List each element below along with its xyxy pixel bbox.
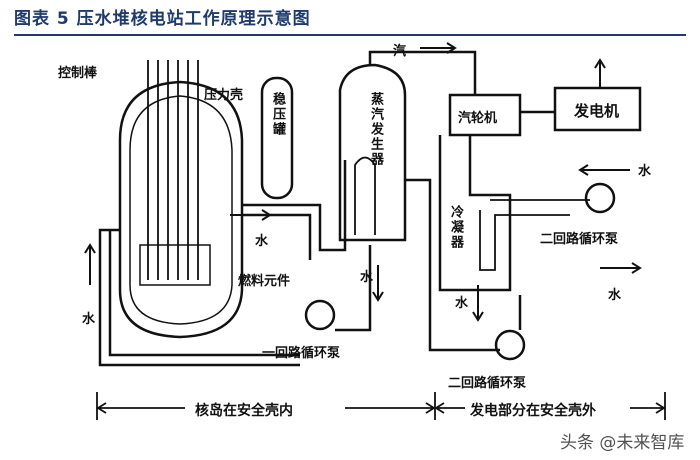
label-condenser: 冷凝器 <box>448 205 463 250</box>
boundary-lines <box>96 392 666 420</box>
reactor-vessel <box>118 80 244 339</box>
fuel-elements <box>139 244 211 286</box>
condenser-coil <box>479 199 590 271</box>
label-water-5: 水 <box>638 164 652 179</box>
label-nuclear-island: 核岛在安全壳内 <box>195 403 293 419</box>
label-control-rods: 控制棒 <box>58 66 98 81</box>
secondary-pump-2 <box>584 182 616 214</box>
generator-box <box>553 86 642 132</box>
secondary-loop <box>405 178 522 352</box>
label-generator: 发电机 <box>574 102 620 120</box>
label-outside-containment: 发电部分在安全壳外 <box>470 403 596 419</box>
label-pressure-shell: 压力壳 <box>204 88 244 103</box>
label-water-2: 水 <box>82 312 96 327</box>
flow-arrows <box>84 42 642 322</box>
condenser <box>438 135 512 292</box>
sg-u-tube <box>354 156 376 235</box>
control-rods <box>147 60 199 280</box>
label-steam-generator: 蒸汽发生器 <box>368 92 383 167</box>
label-water-3: 水 <box>360 270 374 285</box>
secondary-pump-1 <box>494 329 526 361</box>
primary-loop <box>98 160 372 367</box>
label-secondary-pump-2: 二回路循环泵 <box>448 376 527 391</box>
pressurizer <box>260 76 294 200</box>
label-water-6: 水 <box>608 288 622 303</box>
label-primary-pump: 一回路循环泵 <box>262 346 341 361</box>
label-fuel: 燃料元件 <box>238 274 291 289</box>
title-rule <box>14 34 686 36</box>
label-water-1: 水 <box>255 234 269 249</box>
label-turbine: 汽轮机 <box>458 111 498 126</box>
label-secondary-pump-1: 二回路循环泵 <box>540 232 619 247</box>
reactor-inner <box>129 95 233 325</box>
steam-generator <box>338 63 407 242</box>
watermark: 头条 @未来智库 <box>560 433 685 453</box>
figure-title: 图表 5 压水堆核电站工作原理示意图 <box>14 9 311 29</box>
turbine <box>448 93 522 137</box>
steam-line <box>368 50 477 95</box>
primary-pump <box>304 299 336 331</box>
label-pressurizer: 稳压罐 <box>270 92 285 137</box>
label-steam: 汽 <box>393 44 407 59</box>
label-water-4: 水 <box>455 296 469 311</box>
